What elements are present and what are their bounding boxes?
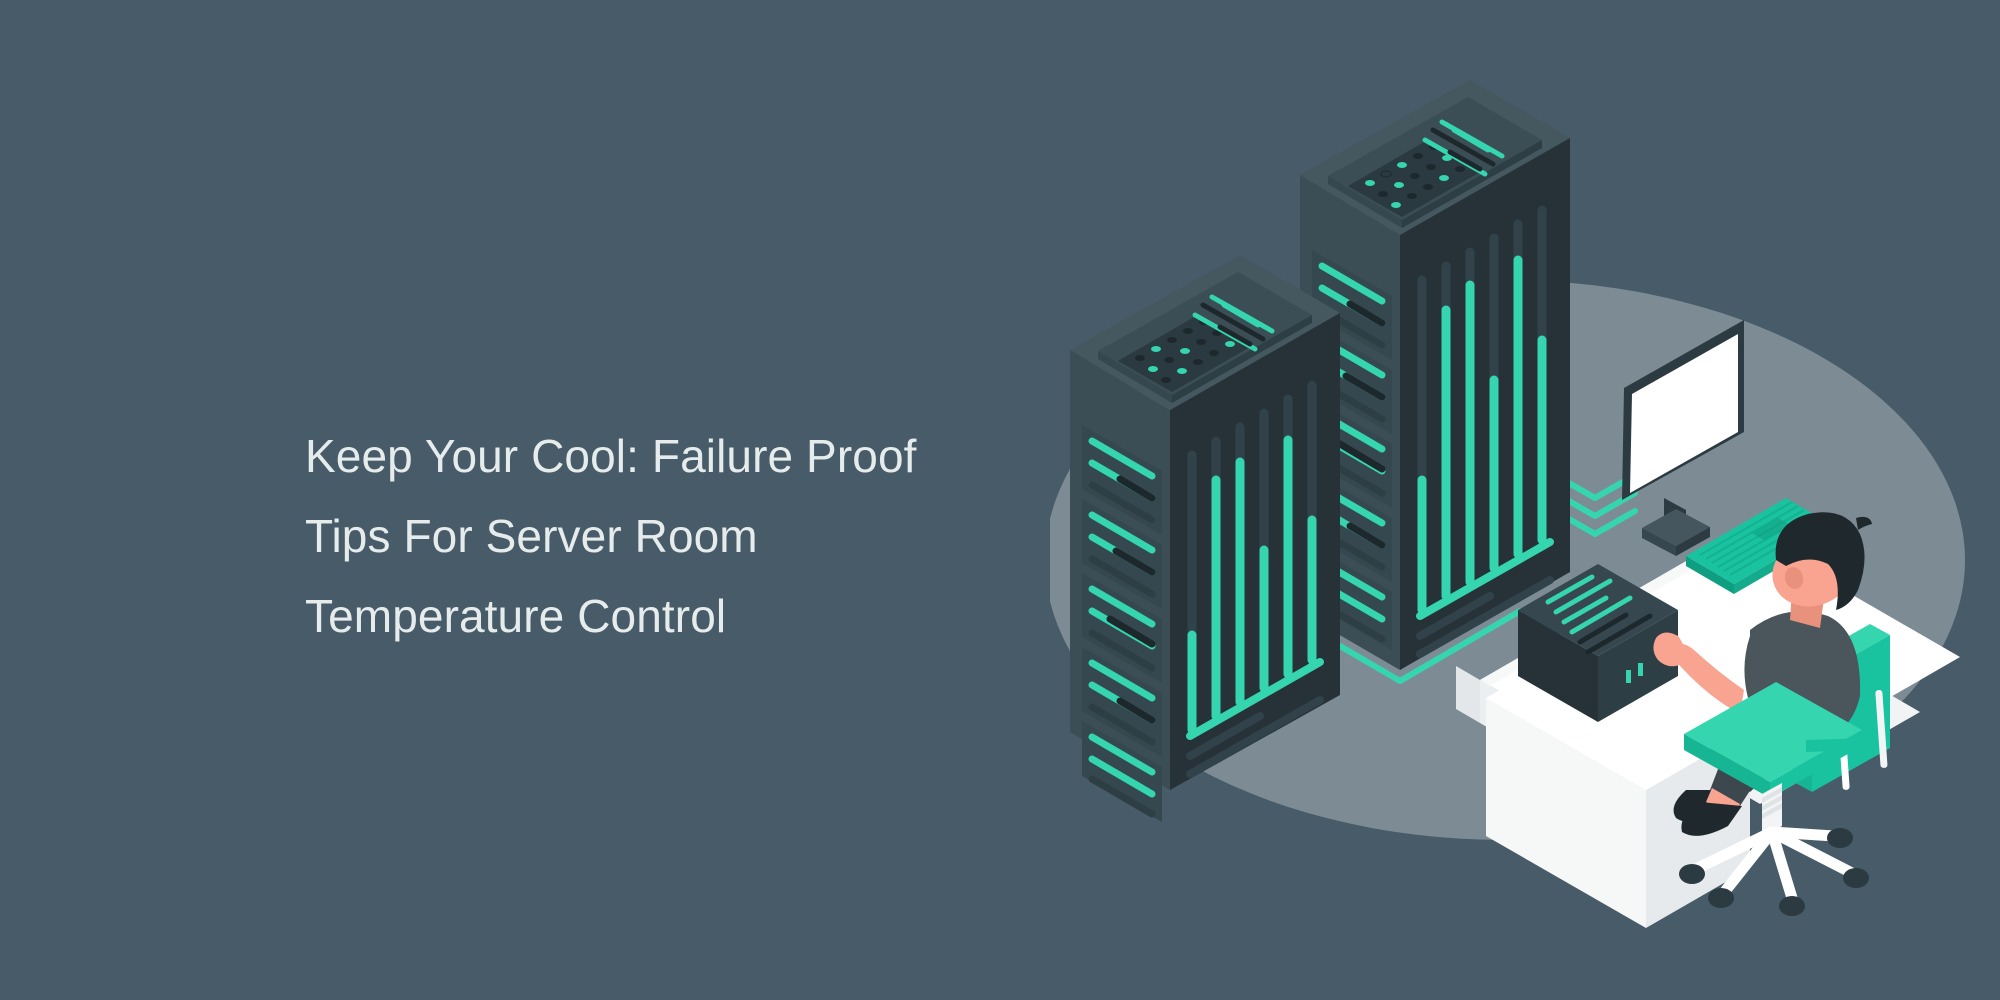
server-rack-front (1070, 255, 1340, 822)
monitor (1622, 320, 1744, 556)
rack-back-front-slots (1312, 250, 1392, 650)
rack-back-top-led-panel (1348, 119, 1505, 217)
rack-front-top-led-panel (1118, 294, 1275, 392)
rack-front-side-bars (1186, 380, 1324, 778)
isometric-server-room-illustration (1050, 50, 1980, 950)
illustration-svg (1050, 80, 1965, 928)
rack-back-side-bars (1416, 205, 1554, 658)
rack-front-front-slots (1082, 425, 1162, 822)
page-title: Keep Your Cool: Failure Proof Tips For S… (305, 429, 917, 642)
office-chair-seat (1679, 682, 1869, 916)
server-rack-back (1300, 80, 1570, 670)
